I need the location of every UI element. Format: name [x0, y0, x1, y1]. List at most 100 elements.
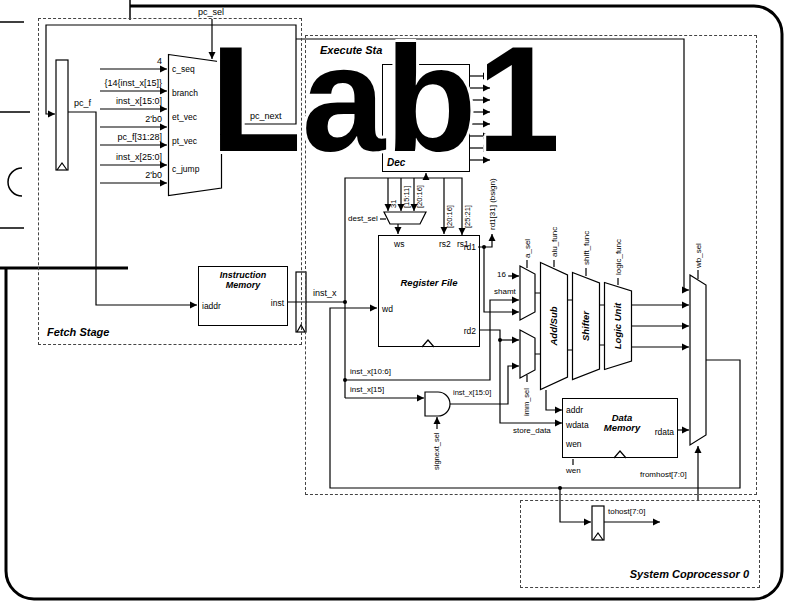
signal-label: 2'b0	[145, 114, 162, 124]
signal-label: inst_x[15:0]	[453, 389, 491, 398]
clock-mark	[614, 451, 626, 458]
signal-label: logic_func	[614, 239, 623, 275]
wire	[345, 300, 519, 380]
wire	[632, 304, 689, 305]
wire	[478, 247, 519, 312]
operand-mux	[520, 266, 535, 320]
port-label: rs2	[439, 239, 451, 249]
signal-label: 16	[497, 270, 506, 279]
memory-block: Data Memoryaddrwdatawenrdata	[562, 398, 678, 458]
wire	[632, 325, 689, 326]
port-label: wdata	[566, 420, 589, 430]
alu-unit: Logic Unit	[604, 282, 632, 370]
clock-mark	[422, 340, 434, 347]
junction-dot	[558, 486, 562, 490]
memory-block: Instruction Memoryiaddrinst	[198, 266, 288, 326]
node-title: System Coprocessor 0	[630, 568, 749, 581]
wire	[345, 397, 424, 398]
signal-label: inst_x[25:0]	[116, 152, 162, 162]
table-rule	[0, 22, 30, 228]
tohost-register	[592, 506, 604, 540]
port-label: rd2	[464, 326, 476, 336]
wire	[526, 260, 527, 268]
wire	[100, 164, 167, 165]
wire	[508, 275, 519, 276]
signal-label: signext_sel	[433, 432, 442, 470]
outline	[541, 263, 568, 390]
wire	[484, 234, 492, 247]
wire	[397, 224, 398, 234]
clock-mark	[57, 163, 67, 170]
connector	[546, 390, 562, 410]
signal-label: alu_func	[550, 227, 559, 257]
table-rule	[8, 168, 22, 196]
port-label: wd	[382, 304, 393, 314]
signal-label: 31	[390, 200, 399, 208]
outline	[573, 273, 600, 380]
wire	[413, 178, 414, 211]
signal-label: inst_x[10:6]	[350, 367, 391, 376]
signal-label: inst_x[15]	[350, 385, 384, 394]
wire	[632, 346, 689, 347]
signal-label: fromhost[7:0]	[640, 470, 687, 479]
table-rule	[0, 267, 128, 270]
wire	[68, 112, 197, 305]
junction-dot	[482, 245, 486, 249]
wire	[380, 218, 386, 219]
clock-mark	[297, 325, 305, 332]
junction-dot	[343, 378, 347, 382]
wire	[100, 182, 167, 183]
wire	[450, 366, 519, 404]
outline	[169, 55, 222, 196]
connector-group	[288, 178, 562, 423]
port-label: branch	[172, 88, 198, 98]
signal-label: pc_f	[74, 98, 91, 108]
port-label: addr	[566, 405, 583, 415]
connector-label: inst_x	[312, 288, 338, 298]
signal-label: a_sel	[523, 239, 532, 258]
wire-group	[46, 19, 740, 522]
port-label: iaddr	[202, 301, 221, 311]
signal-label: 4	[157, 56, 162, 66]
wire	[100, 68, 167, 69]
wire	[100, 90, 167, 91]
node-title: Shifter	[580, 311, 591, 341]
wire	[387, 178, 388, 211]
signal-label: shamt	[494, 287, 516, 296]
alu-unit: Add/Sub	[540, 262, 568, 390]
operand-mux	[520, 330, 535, 378]
register-file: Register Filewsrs2rs1rd1wdrd2	[378, 235, 480, 347]
port-label: wen	[566, 439, 582, 449]
wire	[100, 126, 167, 127]
signal-label: wen	[566, 466, 581, 475]
clock-mark	[593, 533, 603, 540]
signal-label: wb_sel	[694, 243, 703, 268]
wire	[100, 144, 167, 145]
signal-label: rd1[31] (bsign)	[488, 178, 497, 230]
wire	[443, 178, 444, 234]
wire	[436, 417, 437, 429]
port-label: inst	[271, 298, 284, 308]
node-title: Register File	[379, 278, 479, 288]
outline	[605, 283, 632, 370]
wire	[344, 302, 345, 398]
signal-label: [20:16]	[446, 205, 455, 228]
signal-label: pc_f[31:28]	[117, 132, 162, 142]
and-gate	[425, 392, 450, 416]
wire	[604, 521, 660, 522]
node-title: Fetch Stage	[47, 326, 109, 339]
signal-label: imm_sel	[523, 388, 532, 416]
signal-label: inst_x[15:0]	[116, 96, 162, 106]
wire	[697, 446, 698, 500]
junction-dots	[343, 245, 562, 490]
node-title: Add/Sub	[548, 306, 559, 345]
alu-unit: Shifter	[572, 272, 600, 380]
wire	[500, 339, 519, 340]
signal-label: [20:16]	[416, 185, 425, 208]
signal-label: [15:11]	[403, 186, 412, 208]
signal-label: shift_func	[582, 231, 591, 265]
port-label: et_vec	[172, 112, 197, 122]
clock-marks	[57, 163, 626, 540]
writeback-mux	[690, 275, 706, 445]
